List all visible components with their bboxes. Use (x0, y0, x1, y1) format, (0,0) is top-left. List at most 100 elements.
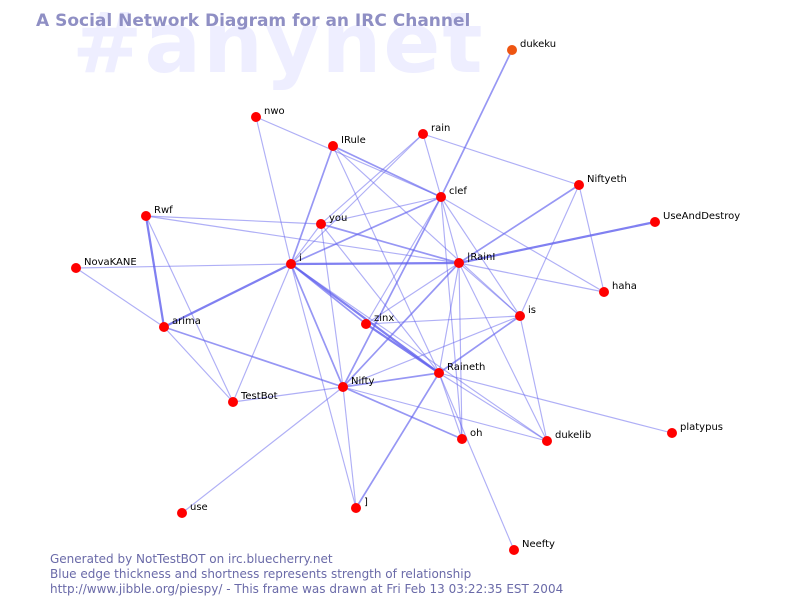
node-label: arima (172, 316, 201, 327)
node-nwo: nwo (251, 106, 285, 122)
edge-i-Raineth (290, 263, 440, 374)
edge-rain-clef (422, 133, 442, 198)
edge-clef-zinx (365, 196, 442, 325)
edge-i-Nifty (290, 263, 344, 388)
edge-nwo-clef (255, 116, 442, 198)
node-dot (457, 434, 467, 444)
node-Neefty: Neefty (509, 539, 555, 555)
node-dot (316, 219, 326, 229)
node-is: is (515, 305, 536, 321)
node-rain: rain (418, 123, 450, 139)
edge-clef-IRainI (440, 196, 460, 264)
edge-Nifty-use (181, 386, 344, 514)
node-label: ] (364, 497, 368, 508)
edge-i-zinx (290, 263, 367, 325)
edge-you-Nifty (320, 223, 344, 388)
node-i: i (286, 253, 302, 269)
footer-url-timestamp: http://www.jibble.org/piespy/ - This fra… (50, 582, 564, 596)
node-dot (515, 311, 525, 321)
page-title: A Social Network Diagram for an IRC Chan… (36, 11, 471, 31)
node-dot (650, 217, 660, 227)
edge-IRule-is (332, 145, 521, 317)
edge-IRule-Raineth (332, 145, 440, 374)
node-dot (71, 263, 81, 273)
edge-IRainI-oh (458, 262, 463, 440)
edge-arima-TestBot (163, 326, 234, 403)
node-you: you (316, 213, 347, 229)
edge-clef-you (320, 196, 442, 225)
edge-Niftyeth-haha (578, 184, 605, 293)
edge-Raineth-platypus (438, 372, 673, 434)
edge-is-Nifty (342, 315, 521, 388)
edge-clef-haha (440, 196, 605, 293)
edge-arima-Nifty (163, 326, 344, 388)
node-label: dukeku (520, 39, 556, 50)
edge-clef-i (290, 196, 442, 265)
edge-Nifty-TestBot (232, 386, 344, 403)
node-label: you (329, 213, 347, 224)
edge-Raineth-Neefty (438, 372, 515, 551)
edge-Niftyeth-is (519, 184, 580, 317)
footer-legend-note: Blue edge thickness and shortness repres… (50, 567, 472, 581)
edge-rain-i (290, 133, 424, 265)
node-TestBot: TestBot (228, 391, 278, 407)
edge-you-i (290, 223, 322, 265)
node-label: TestBot (240, 391, 278, 402)
node-label: nwo (264, 106, 285, 117)
node-label: Neefty (522, 539, 555, 550)
node-dot (338, 382, 348, 392)
node-label: i (299, 253, 302, 264)
edge-Nifty-bracket (342, 386, 357, 509)
node-label: Rwf (154, 205, 173, 216)
node-dot (599, 287, 609, 297)
node-Niftyeth: Niftyeth (574, 174, 627, 190)
node-bracket: ] (351, 497, 368, 513)
node-dot (542, 436, 552, 446)
edge-clef-Nifty (342, 196, 442, 388)
node-dot (574, 180, 584, 190)
node-dot (286, 259, 296, 269)
node-dot (507, 45, 517, 55)
edge-Rwf-IRainI (145, 215, 460, 264)
node-label: oh (470, 428, 482, 439)
edge-i-arima (163, 262, 292, 329)
node-haha: haha (599, 281, 637, 297)
edge-zinx-is (365, 315, 521, 325)
edge-IRainI-dukelib (458, 262, 548, 442)
node-dot (418, 129, 428, 139)
node-dot (351, 503, 361, 513)
edge-Raineth-Nifty (342, 372, 440, 388)
node-UseAndDestroy: UseAndDestroy (650, 211, 740, 227)
edge-clef-oh (440, 196, 463, 440)
edge-rain-Niftyeth (422, 133, 580, 186)
node-dot (361, 319, 371, 329)
edge-Raineth-oh (438, 372, 463, 440)
edge-you-IRainI (320, 223, 460, 264)
node-label: platypus (680, 422, 723, 433)
node-dot (177, 508, 187, 518)
node-label: NovaKANE (84, 257, 137, 268)
edge-is-Raineth (438, 315, 521, 374)
node-Nifty: Nifty (338, 376, 375, 392)
edge-i-bracket (290, 263, 357, 509)
node-arima: arima (159, 316, 201, 332)
edge-i-NovaKANE (75, 263, 292, 269)
node-label: zinx (374, 313, 394, 324)
edge-IRule-clef (332, 145, 442, 198)
node-IRule: IRule (328, 135, 366, 151)
footer: Generated by NotTestBOT on irc.bluecherr… (50, 552, 563, 597)
edge-you-Raineth (320, 223, 440, 374)
node-dot (159, 322, 169, 332)
edge-Niftyeth-IRainI (458, 184, 580, 264)
edge-dukeku-clef (440, 49, 513, 198)
node-NovaKANE: NovaKANE (71, 257, 137, 273)
edge-IRainI-Nifty (342, 262, 460, 388)
node-label: dukelib (555, 430, 591, 441)
node-label: use (190, 502, 208, 513)
node-label: |RainI (467, 252, 495, 263)
node-label: IRule (341, 135, 366, 146)
node-dot (141, 211, 151, 221)
node-dukelib: dukelib (542, 430, 591, 446)
